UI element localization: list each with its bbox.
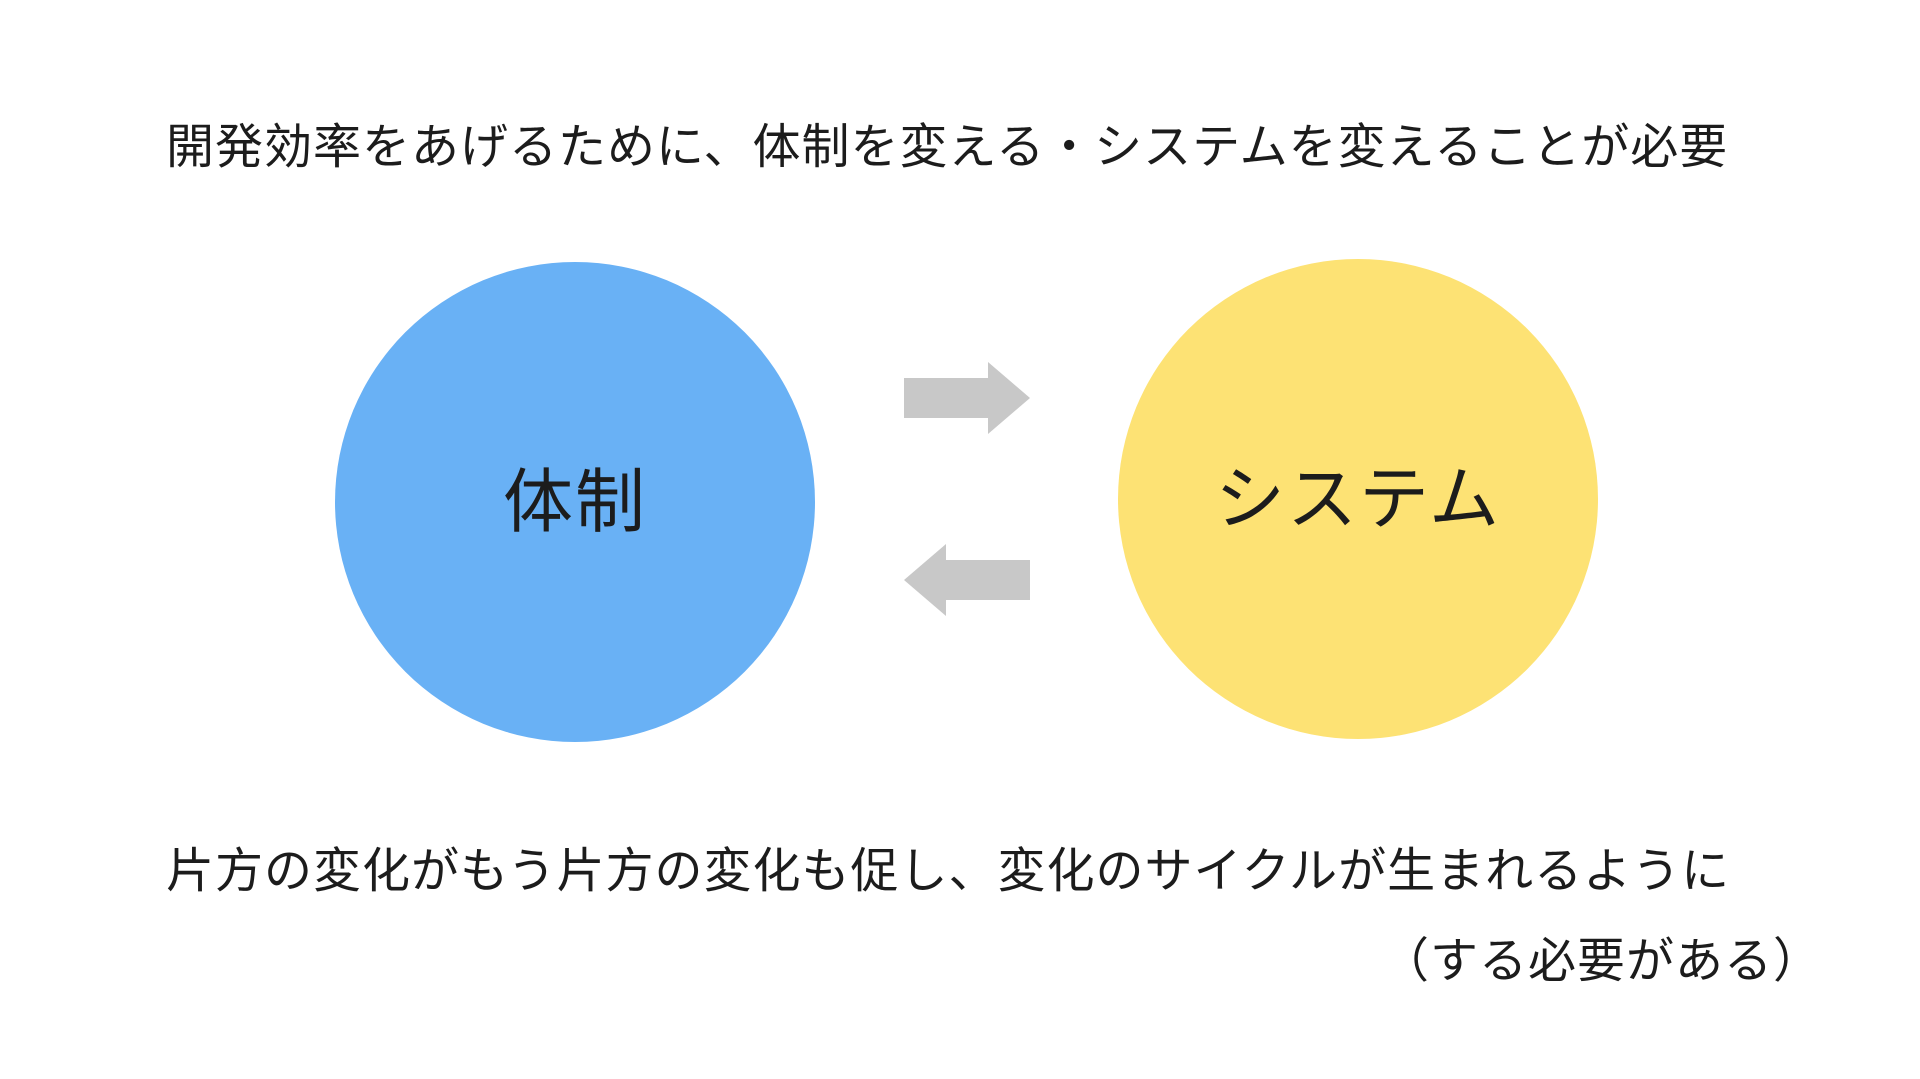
left-arrow-icon <box>904 544 1030 616</box>
organization-circle: 体制 <box>335 262 815 742</box>
footer-note: （する必要がある） <box>1380 933 1822 989</box>
system-label: システム <box>1215 458 1501 540</box>
organization-label: 体制 <box>503 461 647 543</box>
right-arrow-icon <box>904 362 1030 434</box>
system-circle: システム <box>1118 259 1598 739</box>
slide-heading: 開発効率をあげるために、体制を変える・システムを変えることが必要 <box>166 119 1729 175</box>
footer-text: 片方の変化がもう片方の変化も促し、変化のサイクルが生まれるように <box>166 843 1731 899</box>
